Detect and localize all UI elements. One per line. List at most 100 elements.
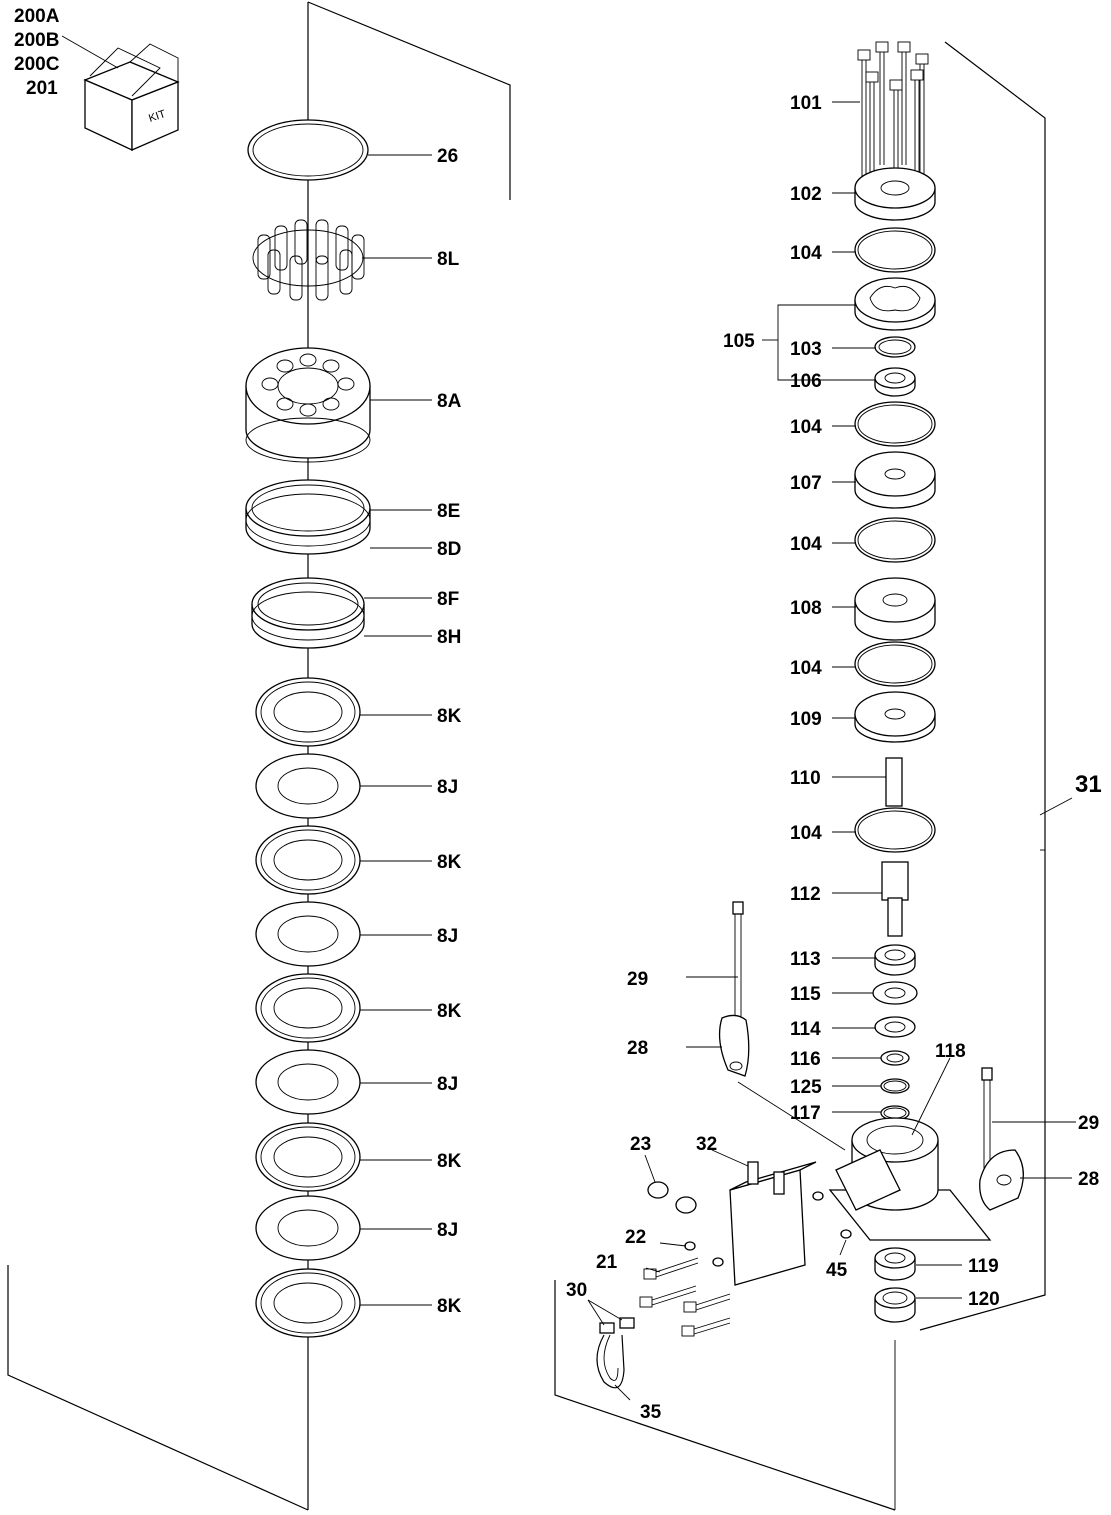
kit-code: 200A (14, 6, 60, 27)
callout-label: 8H (437, 627, 461, 648)
callout-label: 22 (625, 1227, 646, 1248)
callout-label: 8E (437, 501, 460, 522)
callout-label: 114 (790, 1019, 821, 1040)
seal-ring-104 (854, 401, 936, 447)
washers-22 (684, 1241, 724, 1267)
callout-label: 8L (437, 249, 460, 270)
kit-codes: 200A 200B 200C 201 (14, 6, 60, 99)
bolts-21 (639, 1257, 731, 1337)
callout-label: 113 (790, 949, 821, 970)
callout-label: 29 (1078, 1113, 1099, 1134)
thrust-bearing-8K (255, 825, 361, 895)
callout-label: 8K (437, 1001, 462, 1022)
callout-label: 102 (790, 184, 822, 205)
thrust-bearing-8K (255, 677, 361, 747)
callout-label: 8J (437, 926, 458, 947)
callout-label: 28 (627, 1038, 648, 1059)
plate-109 (854, 691, 936, 743)
callout-label: 104 (790, 658, 822, 679)
callout-label: 8J (437, 1220, 458, 1241)
thrust-bearing-8K (255, 1268, 361, 1338)
kit-code: 200B (14, 30, 59, 51)
callout-label: 30 (566, 1280, 587, 1301)
right-callouts: 101 102 104 105 103 106 104 107 104 108 … (566, 93, 1099, 1423)
valve-block-32 (729, 1161, 817, 1286)
callout-label: 104 (790, 243, 822, 264)
housing-118 (828, 1117, 992, 1241)
right-assembly-plane (554, 41, 1046, 1511)
left-leader-lines (360, 154, 432, 1306)
seal-ring-8F-8H (251, 577, 365, 649)
callout-label: 8J (437, 1074, 458, 1095)
ring-103 (874, 336, 916, 358)
drive-shaft-110 (885, 757, 903, 807)
fittings-30 (599, 1317, 635, 1334)
kit-code: 201 (26, 78, 58, 99)
seal-116 (880, 1050, 910, 1066)
washer-114 (874, 1016, 916, 1038)
thrust-bearing-8K (255, 973, 361, 1043)
callout-label: 112 (790, 884, 821, 905)
left-callouts: 26 8L 8A 8E 8D 8F 8H 8K 8J 8K 8J 8K 8J 8… (437, 146, 462, 1317)
callout-label: 105 (723, 331, 755, 352)
bracket-28-right (979, 1149, 1024, 1211)
callout-label: 119 (968, 1256, 999, 1277)
callout-label: 32 (696, 1134, 717, 1155)
seal-ring-104 (854, 807, 936, 853)
seal-120 (874, 1287, 916, 1323)
thrust-bearing-8K (255, 1122, 361, 1192)
o-rings-45 (812, 1191, 852, 1239)
hose-35 (596, 1334, 625, 1389)
left-assembly-plane (7, 1, 511, 1511)
callout-label: 103 (790, 339, 822, 360)
valve-housing-108 (854, 577, 936, 641)
callout-label: 8D (437, 539, 461, 560)
bracket-28-left (718, 1014, 750, 1077)
callout-label: 104 (790, 417, 822, 438)
seal-ring-104 (854, 517, 936, 563)
callout-label: 45 (826, 1260, 848, 1281)
callout-label: 120 (968, 1289, 1000, 1310)
callout-label: 21 (596, 1252, 618, 1273)
bearing-119 (874, 1247, 916, 1281)
seal-ring-8E-8D (245, 479, 371, 555)
callout-label: 107 (790, 473, 822, 494)
right-leader-lines (587, 101, 1076, 1401)
callout-label: 110 (790, 768, 821, 789)
callout-label: 108 (790, 598, 822, 619)
piston-8A (245, 347, 371, 463)
valve-plate-107 (854, 451, 936, 509)
thrust-washer-8J (255, 1195, 361, 1261)
assembly-callout-31: 31 (1075, 771, 1102, 798)
rotor-106 (874, 367, 916, 397)
thrust-washer-8J (255, 901, 361, 967)
callout-label: 8F (437, 589, 459, 610)
kit-box: KIT (61, 35, 180, 152)
callout-label: 117 (790, 1103, 821, 1124)
kit-box-label: KIT (147, 108, 167, 125)
ring-125 (880, 1078, 910, 1094)
callout-label: 125 (790, 1077, 822, 1098)
callout-label: 23 (630, 1134, 651, 1155)
callout-label: 35 (640, 1402, 662, 1423)
callout-label: 8K (437, 706, 462, 727)
callout-label: 8J (437, 777, 458, 798)
callout-label: 109 (790, 709, 822, 730)
callout-label: 8K (437, 1296, 462, 1317)
callout-label: 106 (790, 371, 822, 392)
callout-label: 104 (790, 534, 822, 555)
callout-label: 101 (790, 93, 822, 114)
callout-label: 8K (437, 852, 462, 873)
kit-code: 200C (14, 54, 60, 75)
gerotor-105 (854, 277, 936, 331)
seal-ring-104 (854, 641, 936, 687)
seal-115 (872, 981, 918, 1005)
seal-ring-104 (854, 227, 936, 273)
callout-label: 26 (437, 146, 458, 167)
callout-label: 29 (627, 969, 648, 990)
callout-label: 115 (790, 984, 821, 1005)
end-cap-102 (854, 167, 936, 221)
thrust-washer-8J (255, 1049, 361, 1115)
plugs-23 (647, 1181, 697, 1214)
